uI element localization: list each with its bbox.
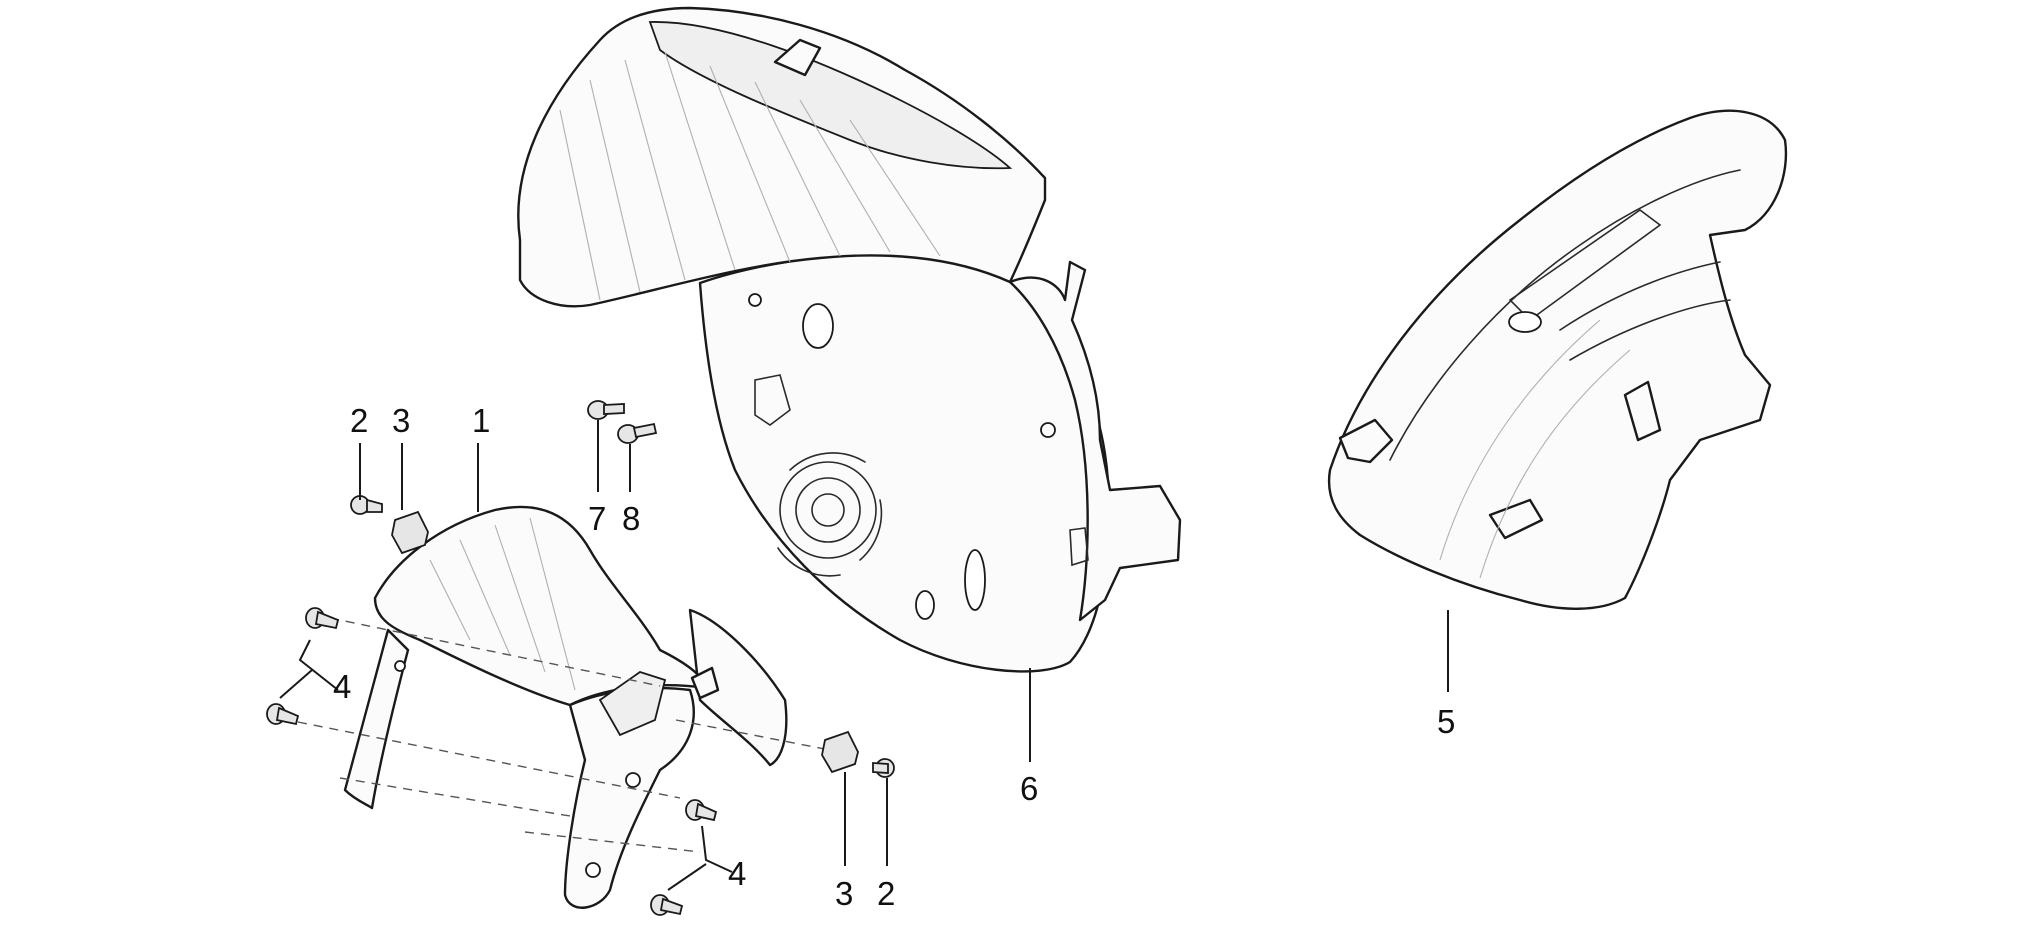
screw-4-upper-a — [305, 607, 340, 630]
screw-2-right — [872, 758, 895, 778]
part-6-hatching — [559, 51, 941, 301]
part-1-right-leg — [563, 686, 695, 909]
part-5-hole — [1508, 311, 1542, 333]
callout-5: 5 — [1437, 703, 1455, 740]
callout-8: 8 — [622, 500, 640, 537]
screw-4-lower-b — [650, 894, 684, 916]
part-5-mount-tab-right — [1488, 498, 1544, 540]
part-1-clip — [690, 666, 720, 700]
part-1-top-shell — [373, 505, 710, 707]
callout-1: 1 — [472, 402, 490, 439]
part-6-inner-shield — [517, 6, 1182, 673]
screw-7 — [587, 400, 625, 420]
callout-6: 6 — [1020, 770, 1038, 807]
part-5-hatching — [1439, 319, 1631, 579]
part-6-tab — [1069, 527, 1089, 567]
part-1-hatching — [429, 517, 576, 691]
part-6-hole-small-a — [748, 293, 762, 307]
part-5-clip — [1623, 380, 1662, 442]
part-6-opening-clip — [773, 38, 822, 77]
screw-2-left — [350, 495, 383, 515]
callout-3-bottom: 3 — [835, 875, 853, 912]
alignment-lines — [297, 617, 841, 853]
callout-2-bottom: 2 — [877, 875, 895, 912]
part-5-rear-mudguard — [1327, 109, 1788, 610]
part-6-hole-lower-a — [915, 590, 935, 620]
part-6-hole-lower-b — [964, 549, 986, 611]
part-6-hole-small-b — [1040, 422, 1056, 438]
screw-4-upper-b — [266, 703, 300, 726]
part-6-upper-tunnel — [517, 6, 1047, 308]
part-5-channel — [1559, 261, 1731, 361]
part-1-inner-wing — [688, 608, 788, 767]
part-5-inner-edge — [1389, 169, 1741, 461]
part-6-bracket — [754, 374, 791, 426]
part-5-mount-tab-left — [1338, 418, 1394, 464]
callout-7: 7 — [588, 500, 606, 537]
callout-2-top: 2 — [350, 402, 368, 439]
callout-labels: 1 2 3 4 4 3 2 5 6 7 8 — [333, 402, 1455, 912]
clip-3-right — [821, 730, 859, 774]
part-1-hole-a — [394, 660, 406, 672]
part-1-left-leg — [343, 628, 410, 810]
fasteners — [266, 400, 895, 916]
part-6-side-flange — [1008, 260, 1182, 622]
callout-4-upper: 4 — [333, 668, 351, 705]
screw-8 — [617, 422, 658, 444]
part-6-vent — [777, 452, 883, 577]
leader-lines — [279, 420, 1449, 891]
part-6-hole-upper — [802, 303, 834, 349]
part-1-hole-c — [585, 862, 601, 878]
part-1-hole-b — [625, 772, 641, 788]
callout-3-top: 3 — [392, 402, 410, 439]
screw-4-lower-a — [685, 799, 718, 822]
part-1-front-mudguard — [343, 505, 788, 909]
callout-4-lower: 4 — [728, 855, 746, 892]
part-1-window — [598, 671, 667, 737]
clip-3-left — [391, 510, 429, 555]
